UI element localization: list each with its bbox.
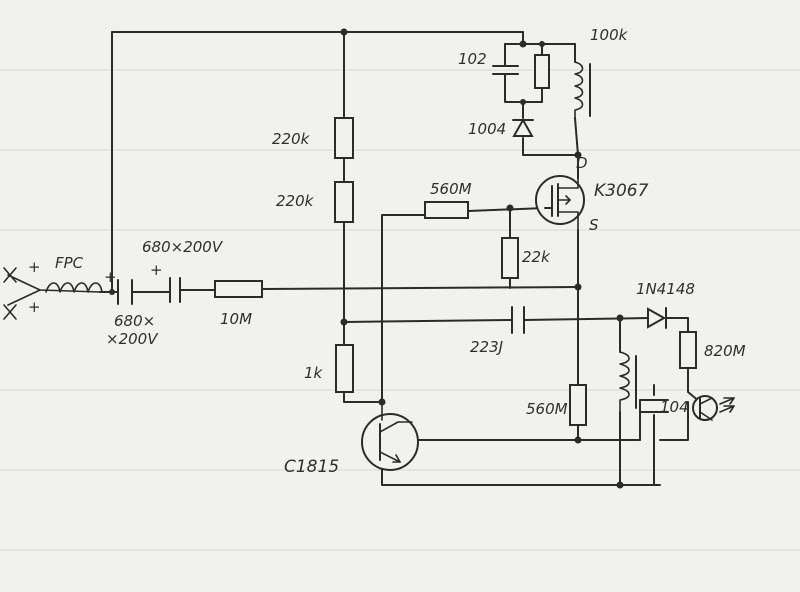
capacitor-680-200v-a xyxy=(117,279,133,305)
resistor-1k xyxy=(335,344,354,393)
label-r-1k: 1k xyxy=(304,364,324,382)
label-r-gs: 22k xyxy=(522,248,551,266)
label-r-10m: 10M xyxy=(220,310,252,328)
capacitor-102 xyxy=(492,65,519,75)
label-plus-c: + xyxy=(150,261,163,279)
label-c-104: 104 xyxy=(660,398,689,416)
mosfet-k3067 xyxy=(535,175,585,231)
label-r-gate: 560M xyxy=(430,180,472,198)
label-c-series1: 680× xyxy=(114,312,155,330)
label-diode-top: 1004 xyxy=(468,120,506,138)
resistor-22k xyxy=(501,237,519,279)
resistor-10m xyxy=(214,280,263,298)
labels: 102 100k 1004 220k 220k 560M K3067 D S 2… xyxy=(28,26,746,477)
label-r-top: 100k xyxy=(590,26,629,44)
diode-1n4148 xyxy=(647,307,667,329)
resistor-560m-gate xyxy=(424,201,469,219)
capacitor-223j xyxy=(511,306,525,334)
transistor-c1815 xyxy=(361,401,419,471)
input-electrodes xyxy=(3,267,101,320)
capacitor-104 xyxy=(639,399,669,413)
label-plus-a: + xyxy=(28,258,41,276)
capacitor-680-200v-b xyxy=(169,277,181,303)
resistor-220k-upper xyxy=(334,117,354,159)
paper-ruling xyxy=(0,69,800,551)
label-transistor: C1815 xyxy=(284,457,339,477)
resistor-820m xyxy=(679,331,697,369)
resistor-560m-lower xyxy=(569,384,587,426)
label-plus-d: + xyxy=(104,268,117,286)
label-r-560-low: 560M xyxy=(526,400,568,418)
label-c-series1-b: ×200V xyxy=(106,330,159,348)
label-r-820: 820M xyxy=(704,342,746,360)
resistor-100k xyxy=(534,54,550,89)
label-diode-mid: 1N4148 xyxy=(636,280,695,298)
label-plus-b: + xyxy=(28,298,41,316)
phototransistor xyxy=(692,395,735,421)
label-r1: 220k xyxy=(272,130,311,148)
label-drain: D xyxy=(576,154,588,172)
junctions xyxy=(109,28,624,489)
label-c-223: 223J xyxy=(470,338,503,356)
label-coil: FPC xyxy=(55,254,84,272)
label-c-top: 102 xyxy=(458,50,487,68)
resistor-220k-lower xyxy=(334,181,354,223)
fpc-coil xyxy=(45,282,103,293)
label-mosfet: K3067 xyxy=(594,181,649,201)
label-r2: 220k xyxy=(276,192,315,210)
diode-1004 xyxy=(512,117,534,137)
label-source: S xyxy=(589,216,599,234)
label-c-series2: 680×200V xyxy=(142,238,224,256)
inductor-lower xyxy=(619,351,630,413)
inductor-top xyxy=(574,61,584,119)
